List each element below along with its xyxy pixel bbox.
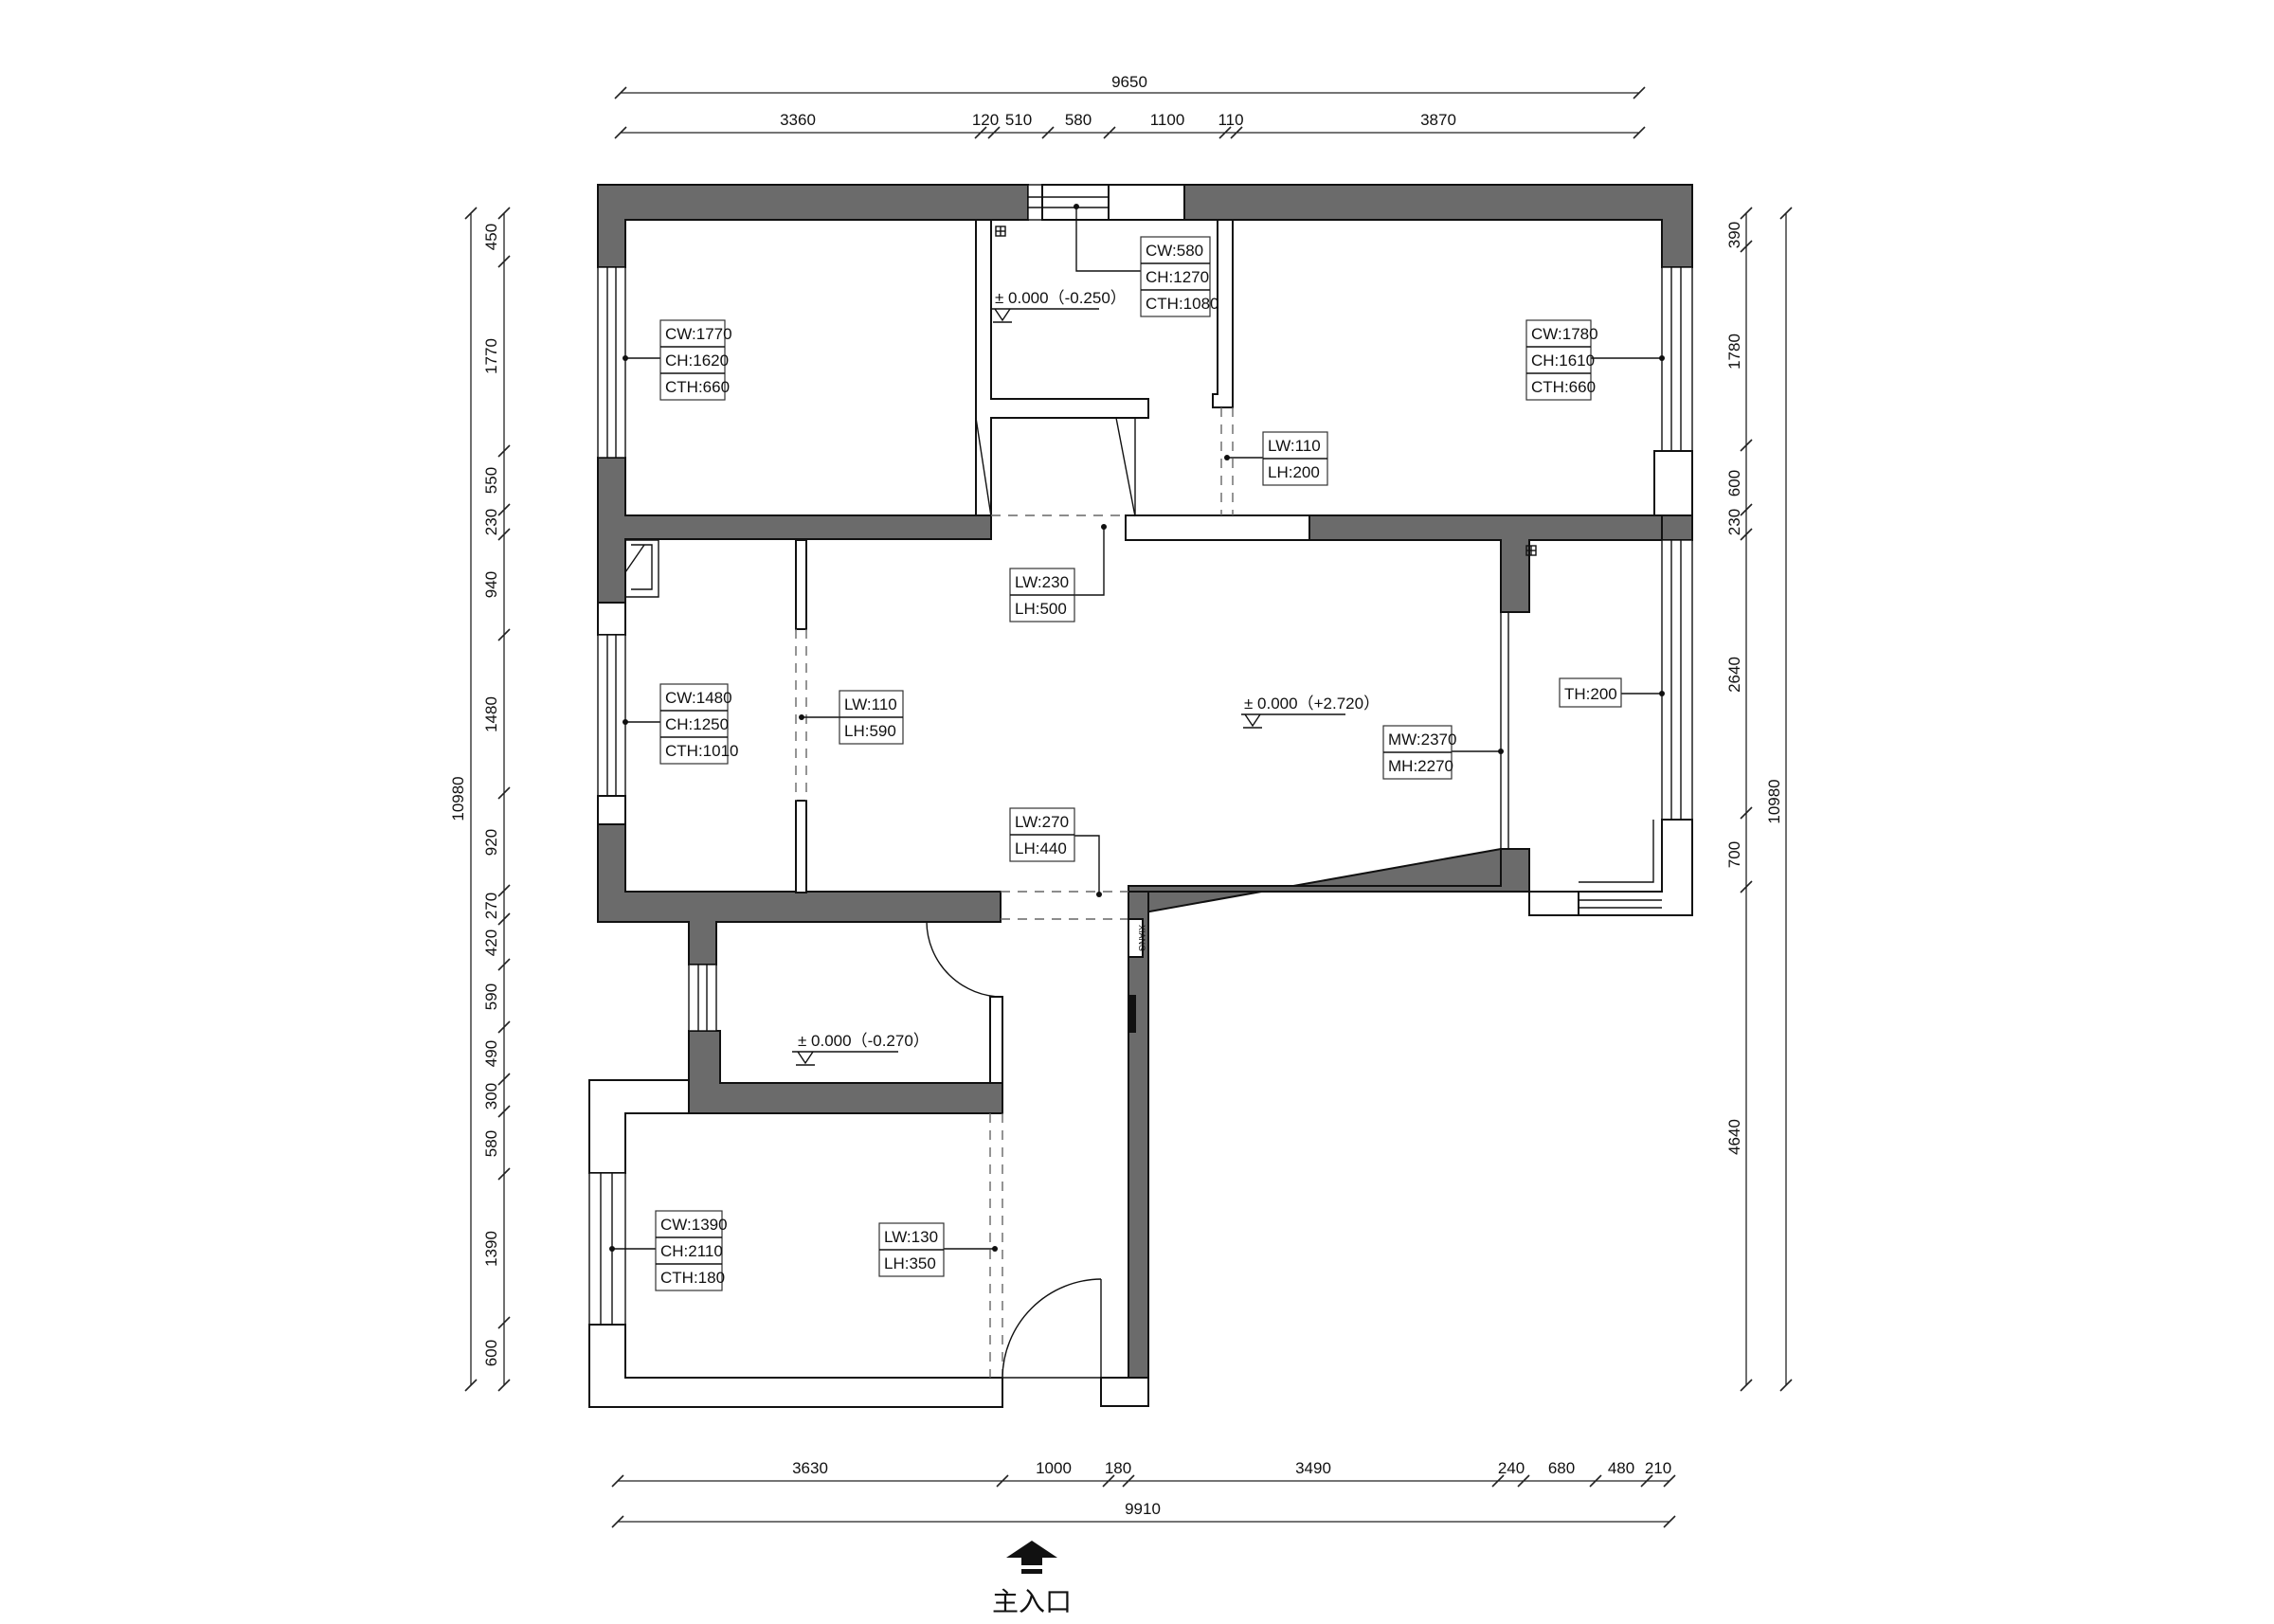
right-seg-2: 1780 [1725, 334, 1743, 370]
bottom-seg-3: 180 [1105, 1459, 1131, 1477]
entrance-marker: 主入口 [992, 1541, 1072, 1616]
right-total-dim: 10980 [1765, 779, 1783, 823]
annotations: CW:1770 CH:1620 CTH:660 CW:580 CH:1270 C… [609, 204, 1665, 1291]
leftmid-cw: CW:1480 [665, 689, 732, 707]
left-seg-7: 920 [482, 829, 500, 856]
left-seg-3: 550 [482, 467, 500, 494]
meter-box-label: XIANG [1137, 925, 1146, 951]
fixture-icon [1525, 545, 1537, 556]
outlines [588, 184, 1693, 1408]
left-seg-11: 490 [482, 1040, 500, 1067]
bottom-seg-7: 480 [1608, 1459, 1634, 1477]
left-seg-4: 230 [482, 509, 500, 535]
lw130-lw: LW:130 [884, 1228, 938, 1246]
left-seg-13: 580 [482, 1130, 500, 1157]
top-seg-3: 510 [1005, 111, 1032, 129]
top-seg-4: 580 [1065, 111, 1092, 129]
top-seg-1: 3360 [780, 111, 816, 129]
leftmid-ch: CH:1250 [665, 715, 729, 733]
lw110-top-lh: LH:200 [1268, 463, 1320, 481]
left-seg-6: 1480 [482, 696, 500, 732]
bed1-cw: CW:1770 [665, 325, 732, 343]
bath-ch: CH:1270 [1146, 268, 1209, 286]
left-total-dim: 10980 [449, 776, 467, 821]
bottom-cw: CW:1390 [660, 1216, 728, 1234]
doors: XIANG [795, 407, 1234, 1379]
bath-cth: CTH:1080 [1146, 295, 1218, 313]
bottom-total-dim: 9910 [1125, 1500, 1161, 1518]
bed2-cth: CTH:660 [1531, 378, 1596, 396]
left-seg-15: 600 [482, 1340, 500, 1366]
bath-elevation: ± 0.000（-0.250） [995, 289, 1127, 307]
left-seg-14: 1390 [482, 1231, 500, 1267]
left-seg-5: 940 [482, 571, 500, 598]
lw110-mid-lw: LW:110 [844, 695, 897, 713]
bottom-seg-4: 3490 [1295, 1459, 1331, 1477]
right-seg-7: 4640 [1725, 1119, 1743, 1155]
kitchen-elevation: ± 0.000（-0.270） [798, 1032, 929, 1050]
bottom-dimensions: 3630 1000 180 3490 240 680 480 210 9910 [611, 1459, 1676, 1528]
top-seg-6: 110 [1218, 111, 1243, 129]
bottom-seg-1: 3630 [792, 1459, 828, 1477]
bed1-ch: CH:1620 [665, 352, 729, 370]
main-elevation: ± 0.000（+2.720） [1244, 695, 1380, 713]
left-seg-2: 1770 [482, 338, 500, 374]
fixture-icon [995, 226, 1006, 237]
top-seg-5: 1100 [1150, 111, 1185, 129]
left-seg-1: 450 [482, 224, 500, 250]
bed1-cth: CTH:660 [665, 378, 730, 396]
top-total-dim: 9650 [1111, 73, 1147, 91]
left-seg-10: 590 [482, 983, 500, 1010]
right-seg-5: 2640 [1725, 657, 1743, 693]
bottom-seg-2: 1000 [1036, 1459, 1072, 1477]
right-seg-1: 390 [1725, 222, 1743, 248]
left-ticks [497, 207, 511, 1392]
top-seg-7: 3870 [1420, 111, 1456, 129]
bed2-ch: CH:1610 [1531, 352, 1595, 370]
mw-height: MH:2270 [1388, 757, 1453, 775]
lw270-lw: LW:270 [1015, 813, 1069, 831]
right-seg-4: 230 [1725, 509, 1743, 535]
bed2-cw: CW:1780 [1531, 325, 1598, 343]
lw110-top-lw: LW:110 [1268, 437, 1321, 455]
arrow-up-icon [1006, 1541, 1057, 1565]
left-dimensions: 10980 450 1770 550 230 940 1480 920 270 [449, 207, 511, 1392]
right-seg-3: 600 [1725, 470, 1743, 496]
bottom-cth: CTH:180 [660, 1269, 725, 1287]
th-label: TH:200 [1564, 685, 1617, 703]
right-seg-6: 700 [1725, 841, 1743, 868]
lw230-lh: LH:500 [1015, 600, 1067, 618]
entrance-label: 主入口 [992, 1587, 1072, 1616]
top-seg-2: 120 [972, 111, 999, 129]
bottom-seg-5: 240 [1498, 1459, 1525, 1477]
bath-cw: CW:580 [1146, 242, 1203, 260]
right-dimensions: 390 1780 600 230 2640 700 4640 10980 [1725, 207, 1793, 1392]
left-seg-12: 300 [482, 1083, 500, 1110]
bottom-seg-8: 210 [1645, 1459, 1671, 1477]
bottom-ch: CH:2110 [660, 1242, 723, 1260]
lw270-lh: LH:440 [1015, 839, 1067, 857]
left-seg-8: 270 [482, 893, 500, 919]
lw230-lw: LW:230 [1015, 573, 1069, 591]
bottom-seg-6: 680 [1548, 1459, 1575, 1477]
left-seg-9: 420 [482, 929, 500, 956]
mw-width: MW:2370 [1388, 731, 1456, 749]
lw130-lh: LH:350 [884, 1254, 936, 1272]
top-dimensions: 9650 3360 120 510 580 1100 110 3870 [614, 73, 1646, 139]
lw110-mid-lh: LH:590 [844, 722, 896, 740]
leftmid-cth: CTH:1010 [665, 742, 738, 760]
